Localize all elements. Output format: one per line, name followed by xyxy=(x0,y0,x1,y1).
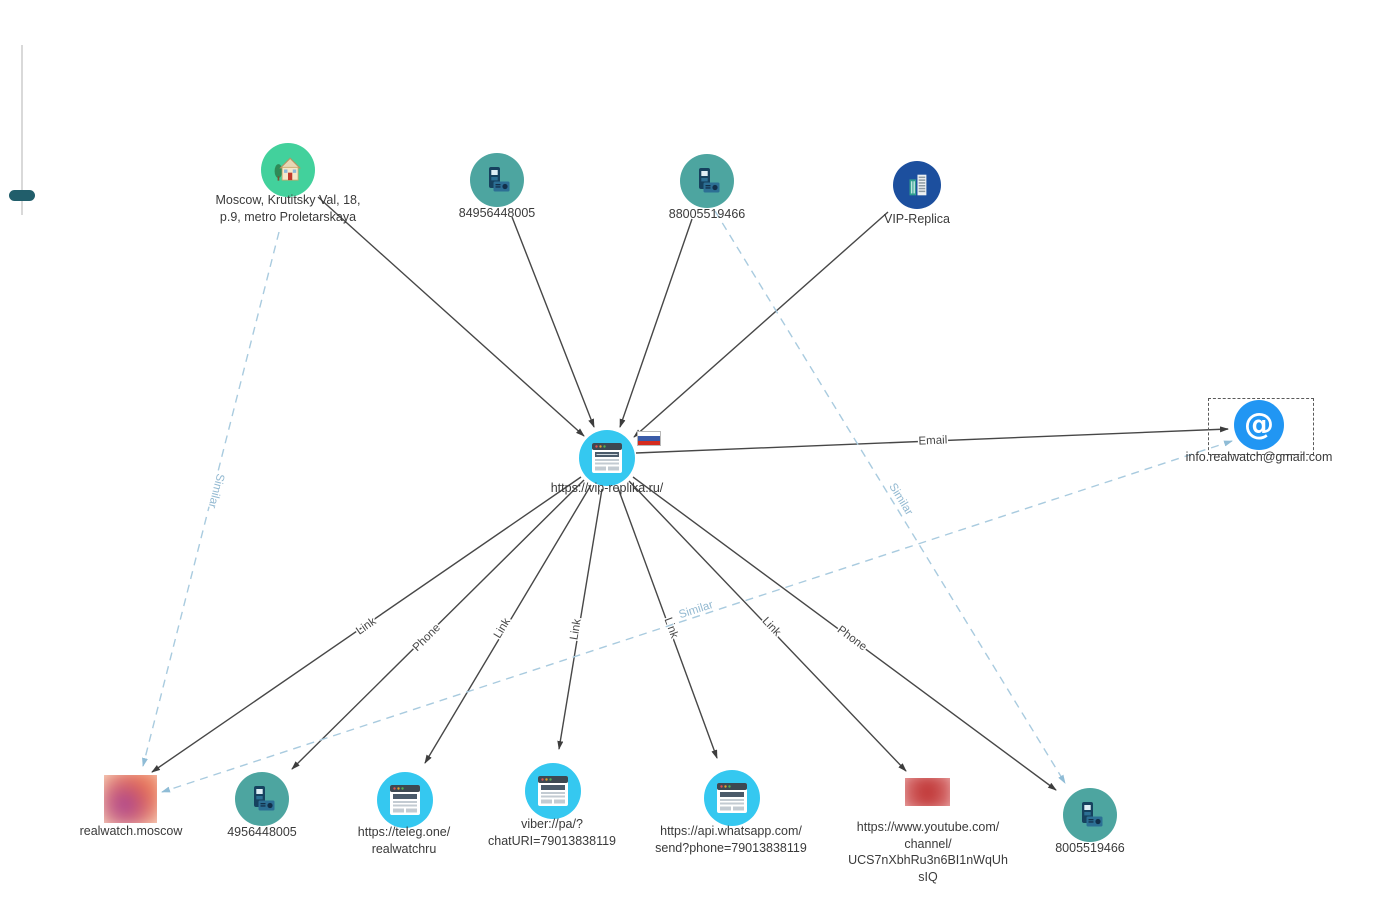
location-circle xyxy=(261,143,315,197)
webpage-icon xyxy=(592,443,622,473)
edge-label-link-youtube: Link xyxy=(760,615,783,639)
edge-label-link-whatsapp: Link xyxy=(662,616,681,640)
phone-icon xyxy=(254,786,275,811)
instagram-blurred-icon xyxy=(104,775,157,823)
edge-label-phone-4956448005: Phone xyxy=(411,622,443,654)
node-label-youtube: https://www.youtube.com/ channel/ UCS7nX… xyxy=(848,820,1008,884)
website-circle xyxy=(525,763,581,819)
node-label-4956448005: 4956448005 xyxy=(227,825,297,839)
phone-circle xyxy=(470,153,524,207)
node-phone-88005519466[interactable] xyxy=(680,154,734,208)
node-site-vip-replika[interactable] xyxy=(579,430,635,486)
node-label-whatsapp: https://api.whatsapp.com/ send?phone=790… xyxy=(655,824,807,855)
node-label-viber: viber://pa/? chatURI=79013838119 xyxy=(488,817,616,848)
node-label-teleg: https://teleg.one/ realwatchru xyxy=(357,825,451,856)
selection-box xyxy=(1208,398,1314,455)
phone-circle xyxy=(235,772,289,826)
phone-icon xyxy=(489,167,510,192)
node-site-whatsapp[interactable] xyxy=(704,770,760,826)
edge-label-similar-long: Similar xyxy=(678,599,715,621)
edge-label-phone-8005519466: Phone xyxy=(835,624,869,653)
node-org-vip-replica[interactable] xyxy=(893,161,941,209)
edge-address-similar-instagram[interactable] xyxy=(142,231,280,767)
node-address-moscow[interactable] xyxy=(261,143,315,197)
node-site-viber[interactable] xyxy=(525,763,581,819)
node-phone-8005519466[interactable] xyxy=(1063,788,1117,842)
edge-label-email: Email xyxy=(918,434,947,447)
house-icon xyxy=(274,157,301,181)
node-label-88005519466: 88005519466 xyxy=(668,207,746,221)
edge-address-to-vip-replika[interactable] xyxy=(317,196,585,437)
phone-circle xyxy=(680,154,734,208)
buildings-icon xyxy=(909,174,927,196)
edge-label-similar-left: Similar xyxy=(206,472,226,509)
node-email-info-realwatch[interactable]: @ xyxy=(1234,400,1284,450)
node-label-vip-replika: https://vip-replika.ru/ xyxy=(550,481,664,495)
node-label-84956448005: 84956448005 xyxy=(458,206,536,220)
russia-flag-icon xyxy=(637,431,661,446)
at-icon: @ xyxy=(1244,407,1274,442)
edge-vip-replica-to-vip-replika[interactable] xyxy=(633,211,889,438)
node-label-email: info.realwatch@gmail.com xyxy=(1185,450,1333,464)
webpage-icon xyxy=(717,783,747,813)
edge-88005519466-to-vip-replika[interactable] xyxy=(619,218,693,428)
node-phone-4956448005[interactable] xyxy=(235,772,289,826)
phone-circle xyxy=(1063,788,1117,842)
node-phone-84956448005[interactable] xyxy=(470,153,524,207)
phone-icon xyxy=(1082,802,1103,827)
website-circle xyxy=(704,770,760,826)
node-label-8005519466: 8005519466 xyxy=(1055,841,1125,855)
zoom-slider-handle[interactable] xyxy=(9,190,35,201)
organization-circle xyxy=(893,161,941,209)
node-label-address: Moscow, Krutitsky Val, 18, p.9, metro Pr… xyxy=(215,193,361,224)
email-circle: @ xyxy=(1234,400,1284,450)
website-circle xyxy=(579,430,635,486)
edge-84956448005-to-vip-replika[interactable] xyxy=(511,216,595,428)
webpage-icon xyxy=(390,785,420,815)
youtube-blurred-icon xyxy=(905,778,950,806)
edge-label-similar-right: Similar xyxy=(886,481,915,517)
website-circle xyxy=(377,772,433,828)
zoom-slider-track[interactable] xyxy=(21,45,23,215)
node-site-teleg[interactable] xyxy=(377,772,433,828)
node-youtube-channel[interactable] xyxy=(905,778,950,806)
webpage-icon xyxy=(538,776,568,806)
node-label-instagram: realwatch.moscow xyxy=(79,824,183,838)
edge-88005519466-similar-8005519466[interactable] xyxy=(714,210,1066,784)
edge-email-similar-instagram[interactable] xyxy=(161,440,1233,793)
phone-icon xyxy=(699,168,720,193)
node-instagram-realwatch[interactable] xyxy=(104,775,157,823)
edge-label-link-viber: Link xyxy=(568,618,583,641)
node-label-vip-replica: VIP-Replica xyxy=(884,212,950,226)
edge-vip-replika-to-4956448005[interactable] xyxy=(291,479,585,770)
